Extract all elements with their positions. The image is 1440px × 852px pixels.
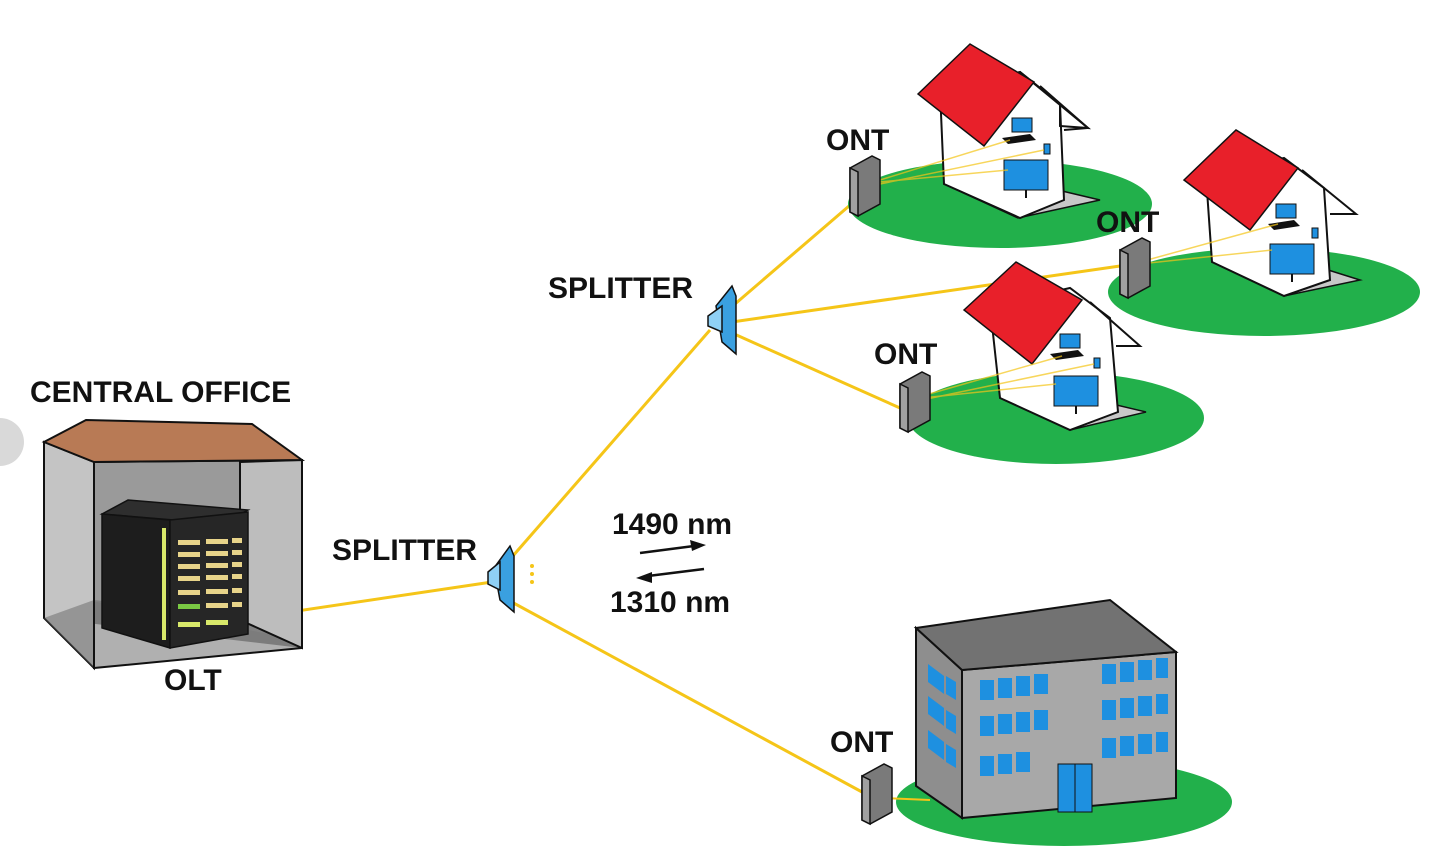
house-right-icon	[1108, 129, 1420, 336]
office-right-wall-fill	[239, 458, 303, 650]
office-roof	[41, 418, 306, 464]
olt-rack-side	[101, 513, 171, 650]
ont-house-right-label: ONT	[1096, 206, 1160, 239]
house-middle-icon	[908, 261, 1204, 464]
fiber-splitter-to-building	[507, 598, 863, 794]
ont-device-icon	[849, 155, 881, 218]
apartment-building-icon	[883, 598, 1232, 846]
ont-house-middle-label: ONT	[874, 338, 938, 371]
splitter-secondary-icon	[707, 284, 737, 356]
splitter-secondary-label: SPLITTER	[548, 272, 694, 305]
olt-rack-icon	[99, 499, 251, 650]
ont-device-icon	[1119, 237, 1151, 300]
house-top-roof	[916, 43, 1036, 148]
fiber-dots	[530, 564, 534, 584]
tv-icon	[1003, 159, 1049, 198]
phone-icon	[1093, 357, 1101, 369]
splitter-main-label: SPLITTER	[332, 534, 478, 567]
wavelength-down-label: 1490 nm	[612, 508, 733, 541]
central-office-label: CENTRAL OFFICE	[30, 376, 292, 409]
building-roof	[913, 598, 1179, 672]
tv-icon	[1269, 243, 1315, 282]
building-windows	[928, 658, 1168, 776]
fiber-splitter-to-splitter2	[503, 329, 712, 566]
phone-icon	[1311, 227, 1319, 239]
house-top-icon	[848, 43, 1152, 248]
tv-icon	[1053, 375, 1099, 414]
laptop-icon	[1268, 203, 1300, 230]
olt-ports	[178, 538, 242, 627]
olt-label: OLT	[164, 664, 222, 697]
splitter-main-icon	[487, 544, 515, 614]
laptop-icon	[1002, 117, 1036, 144]
building-door	[1057, 763, 1093, 813]
central-office	[41, 418, 306, 671]
ont-device-icon	[899, 371, 931, 434]
house-right-lawn	[1108, 248, 1420, 336]
phone-icon	[1043, 143, 1051, 155]
wavelength-up-label: 1310 nm	[610, 586, 731, 619]
ont-building-label: ONT	[830, 726, 894, 759]
house-middle-roof	[962, 261, 1084, 366]
olt-status-bar	[162, 528, 166, 640]
ont-house-top-label: ONT	[826, 124, 890, 157]
house-right-roof	[1182, 129, 1300, 232]
fiber-splitter2-to-ont-top	[727, 198, 857, 312]
fiber-splitter2-to-ont-middle	[731, 331, 901, 410]
arrow-right-icon	[639, 540, 706, 555]
arrow-left-icon	[636, 567, 705, 583]
fiber-splitter2-to-ont-right	[731, 264, 1121, 324]
ont-device-icon	[861, 763, 893, 826]
